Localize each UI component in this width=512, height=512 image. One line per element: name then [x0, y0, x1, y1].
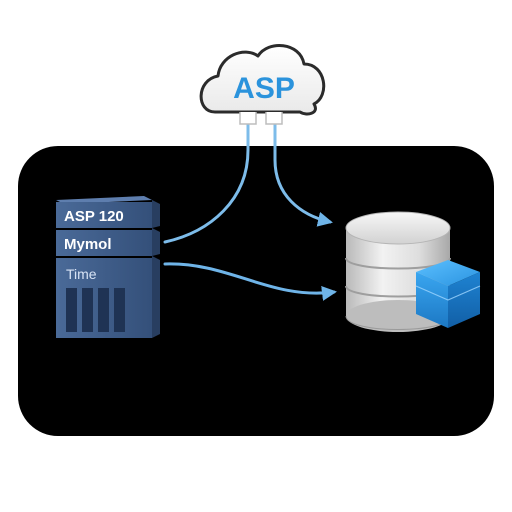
server-label-asp: ASP 120 — [64, 208, 124, 225]
connector-cloud-to-server — [163, 116, 250, 244]
blue-cube-icon — [415, 260, 481, 328]
server-slot-mymol — [56, 230, 152, 256]
server-label-mymol: Mymol — [64, 236, 112, 253]
server-icon: ASP 120 Mymol Time — [56, 196, 160, 338]
server-vent — [66, 288, 125, 332]
server-label-time: Time — [66, 266, 97, 282]
connector-cloud-to-database — [273, 116, 333, 227]
cloud-label: ASP — [233, 72, 295, 105]
connector-server-to-database — [163, 262, 337, 301]
cloud-connectors — [163, 116, 333, 244]
server-slot-asp — [56, 202, 152, 228]
cloud-icon: ASP — [199, 44, 326, 125]
